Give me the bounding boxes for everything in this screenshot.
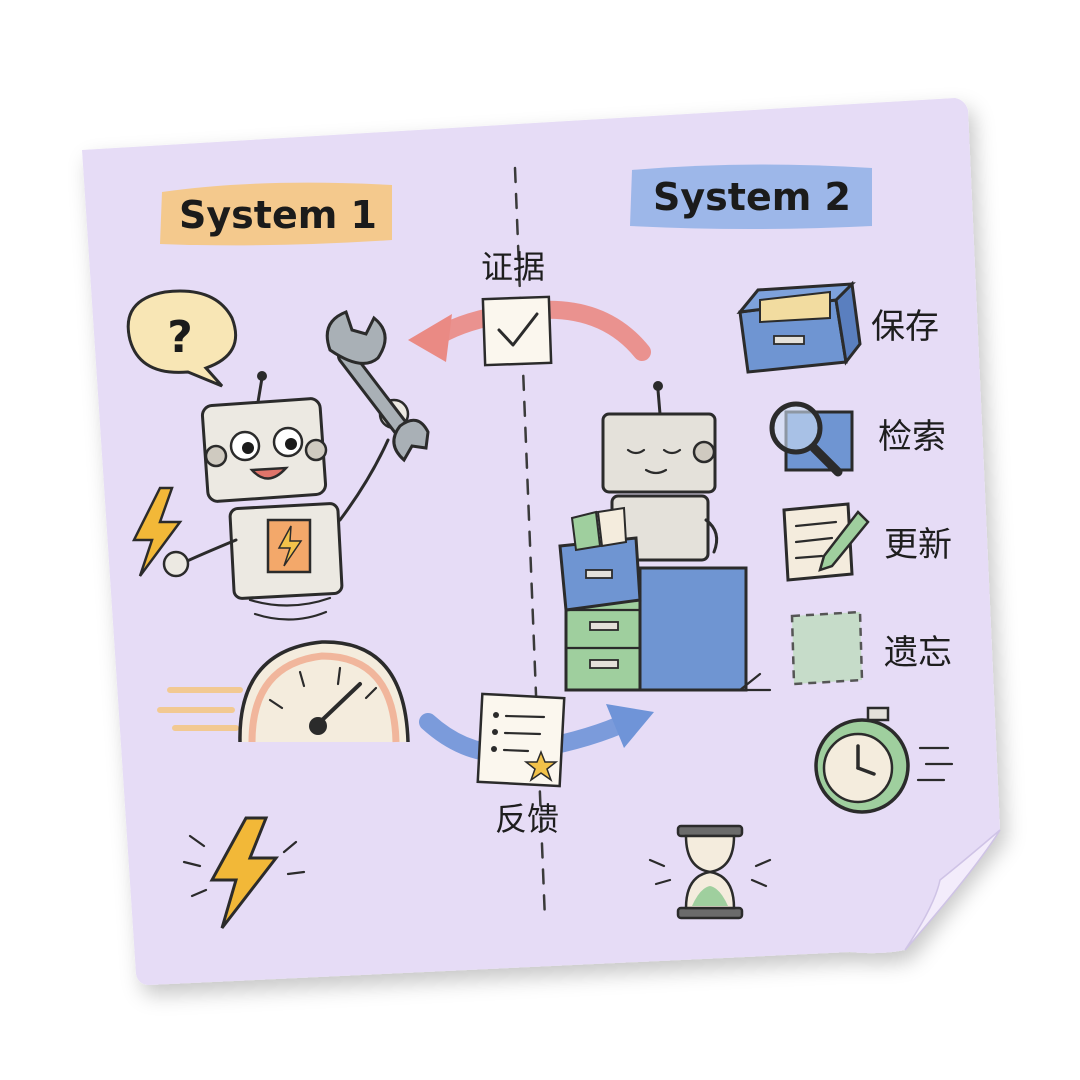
magnifier-icon — [769, 401, 854, 477]
notepad-pencil-icon — [782, 502, 870, 582]
svg-text:?: ? — [167, 312, 193, 363]
feedback-flow: 反馈 — [419, 692, 654, 838]
feedback-arrowhead — [606, 704, 654, 748]
feedback-list-card — [476, 692, 566, 788]
speedometer-icon — [157, 640, 410, 743]
system2-highlight — [630, 164, 872, 229]
center-divider — [513, 166, 547, 922]
wrench-icon — [325, 310, 430, 463]
star-icon — [523, 749, 559, 782]
memory-op-save: 保存 — [736, 280, 939, 374]
memory-op-forget: 遗忘 — [790, 610, 952, 686]
evidence-arrowhead — [408, 314, 452, 362]
feedback-label: 反馈 — [495, 800, 559, 838]
memory-op-update: 更新 — [782, 502, 952, 582]
curled-corner — [904, 829, 1001, 951]
dashed-note-icon — [790, 610, 864, 686]
calm-robot-with-cabinet-icon — [558, 381, 772, 692]
bolt-icon-large — [182, 816, 306, 929]
evidence-flow: 证据 — [408, 248, 651, 367]
file-box-icon — [736, 280, 862, 374]
evidence-label: 证据 — [481, 248, 545, 286]
stopwatch-icon — [814, 706, 954, 814]
memory-op-retrieve: 检索 — [769, 401, 946, 477]
hourglass-icon — [648, 824, 772, 920]
memory-op-label: 遗忘 — [884, 633, 952, 673]
memory-op-label: 更新 — [884, 525, 952, 565]
system2-title: System 2 — [630, 164, 872, 229]
bolt-icon-small — [131, 486, 183, 577]
memory-op-label: 保存 — [871, 307, 939, 347]
system1-title-text: System 1 — [179, 193, 377, 237]
system1-highlight — [160, 182, 392, 246]
evidence-check-card — [481, 295, 553, 367]
memory-op-label: 检索 — [878, 417, 946, 457]
system2-title-text: System 2 — [653, 175, 851, 219]
checkmark-icon — [497, 312, 539, 347]
system1-title: System 1 — [160, 182, 392, 246]
question-bubble-icon: ? — [126, 289, 238, 388]
